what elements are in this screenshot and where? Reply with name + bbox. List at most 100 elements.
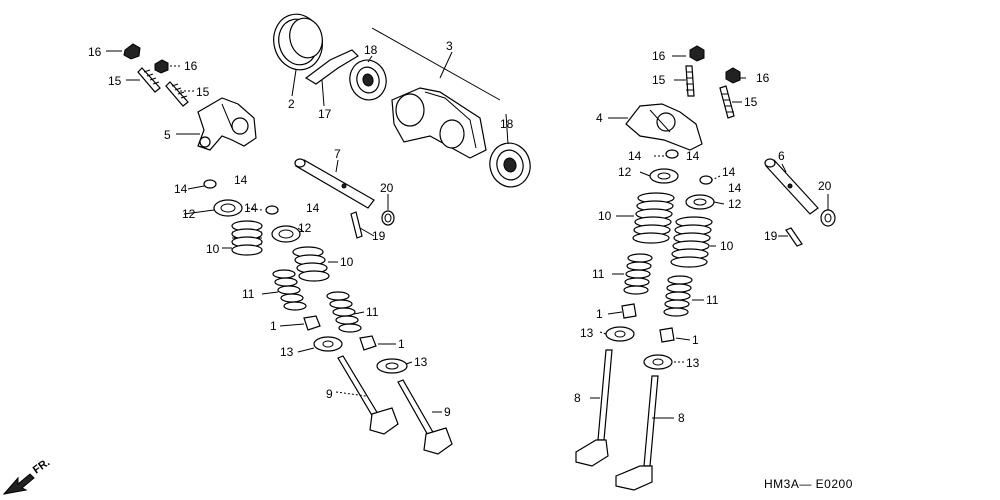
label-19-left: 19 bbox=[372, 229, 386, 243]
seal-1-left-a bbox=[303, 315, 321, 331]
label-12-left-b: 12 bbox=[298, 221, 312, 235]
label-5: 5 bbox=[164, 128, 171, 142]
label-10-left-b: 10 bbox=[340, 255, 354, 269]
rocker-shaft-7 bbox=[294, 158, 375, 209]
spring-10-left-a bbox=[231, 220, 263, 256]
label-14-right-b2: 14 bbox=[728, 181, 742, 195]
label-17: 17 bbox=[318, 107, 332, 121]
valve-8-right-b bbox=[615, 375, 659, 491]
rocker-arm-5 bbox=[197, 97, 257, 151]
nut-16-right-a bbox=[689, 45, 705, 62]
diagram-code: HM3A— E0200 bbox=[764, 477, 853, 491]
seal-1-right-b bbox=[659, 327, 675, 343]
label-2: 2 bbox=[288, 97, 295, 111]
label-18-lower: 18 bbox=[500, 117, 514, 131]
retainer-12-right-a bbox=[649, 168, 679, 184]
label-15-left-a: 15 bbox=[108, 74, 122, 88]
retainer-12-left-b bbox=[271, 225, 301, 243]
seal-1-left-b bbox=[359, 335, 377, 351]
camshaft-3 bbox=[391, 87, 487, 159]
adjust-screw-15-right-b bbox=[719, 85, 735, 119]
label-8-right-b: 8 bbox=[678, 411, 685, 425]
label-1-left-a: 1 bbox=[270, 319, 277, 333]
front-direction-label: FR. bbox=[31, 456, 52, 476]
seat-13-right-a bbox=[605, 326, 635, 342]
pin-19-left bbox=[350, 211, 363, 239]
valve-8-right-a bbox=[575, 349, 613, 467]
spring-10-left-b bbox=[292, 246, 330, 282]
label-16-left-a: 16 bbox=[88, 45, 102, 59]
label-12-right-a: 12 bbox=[618, 165, 632, 179]
label-14-left-b2: 14 bbox=[306, 201, 320, 215]
label-20-right: 20 bbox=[818, 179, 832, 193]
pin-19-right bbox=[785, 227, 803, 247]
label-1-right-a: 1 bbox=[596, 307, 603, 321]
seat-13-left-a bbox=[313, 336, 343, 352]
label-14-left-a2: 14 bbox=[234, 173, 248, 187]
nut-16-right-b bbox=[725, 67, 741, 84]
label-14-left-a1: 14 bbox=[174, 182, 188, 196]
label-14-left-b1: 14 bbox=[244, 201, 258, 215]
label-13-left-a: 13 bbox=[280, 345, 294, 359]
nut-16-left-a bbox=[123, 43, 141, 60]
label-10-right-b: 10 bbox=[720, 239, 734, 253]
retainer-12-right-b bbox=[685, 194, 715, 210]
label-19-right: 19 bbox=[764, 229, 778, 243]
rocker-arm-4 bbox=[625, 103, 703, 151]
label-14-right-a2: 14 bbox=[686, 149, 700, 163]
spring-11-left-b bbox=[326, 291, 362, 333]
label-14-right-a1: 14 bbox=[628, 149, 642, 163]
label-12-right-b: 12 bbox=[728, 197, 742, 211]
bearing-18-lower bbox=[489, 142, 531, 188]
washer-20-left bbox=[381, 210, 395, 226]
callout-labels: 16 16 15 15 5 2 17 18 3 18 7 20 19 14 14… bbox=[88, 39, 832, 425]
label-15-right-b: 15 bbox=[744, 95, 758, 109]
label-9-left-b: 9 bbox=[444, 405, 451, 419]
label-10-right-a: 10 bbox=[598, 209, 612, 223]
label-11-left-b: 11 bbox=[366, 305, 379, 319]
spring-11-right-b bbox=[663, 275, 693, 317]
label-3: 3 bbox=[446, 39, 453, 53]
rocker-shaft-6 bbox=[764, 158, 819, 215]
label-18-top: 18 bbox=[364, 43, 378, 57]
label-14-right-b1: 14 bbox=[722, 165, 736, 179]
label-13-right-b: 13 bbox=[686, 356, 700, 370]
label-1-left-b: 1 bbox=[398, 337, 405, 351]
label-12-left-a: 12 bbox=[182, 207, 196, 221]
label-8-right-a: 8 bbox=[574, 391, 581, 405]
label-15-right-a: 15 bbox=[652, 73, 666, 87]
label-1-right-b: 1 bbox=[692, 333, 699, 347]
cotter-14-right-b bbox=[699, 175, 713, 185]
label-20-left: 20 bbox=[380, 181, 394, 195]
leader-3-bracket bbox=[371, 27, 501, 101]
label-11-right-a: 11 bbox=[592, 267, 605, 281]
cam-guide-17 bbox=[304, 49, 359, 85]
adjust-screw-15-right-a bbox=[685, 65, 695, 97]
label-11-left-a: 11 bbox=[242, 287, 255, 301]
label-13-right-a: 13 bbox=[580, 326, 594, 340]
cotter-14-left-b bbox=[265, 205, 279, 215]
cotter-14-left-a bbox=[203, 179, 217, 189]
valve-9-left-b bbox=[397, 379, 453, 455]
cotter-14-right-a bbox=[665, 149, 679, 159]
nut-16-left-b bbox=[154, 59, 169, 74]
spring-10-right-a bbox=[632, 192, 675, 244]
leader-3 bbox=[439, 51, 453, 79]
adjust-screw-15-left-b bbox=[165, 81, 189, 107]
label-10-left-a: 10 bbox=[206, 242, 220, 256]
label-16-right-b: 16 bbox=[756, 71, 770, 85]
spring-10-right-b bbox=[670, 216, 713, 268]
seat-13-left-b bbox=[376, 358, 408, 374]
label-4: 4 bbox=[596, 111, 603, 125]
valve-9-left-a bbox=[337, 355, 399, 435]
front-direction-arrow: FR. bbox=[2, 456, 52, 495]
label-6: 6 bbox=[778, 149, 785, 163]
leader-lines bbox=[106, 50, 829, 419]
cam-sprocket-2 bbox=[273, 13, 323, 71]
label-15-left-b: 15 bbox=[196, 85, 210, 99]
spring-11-left-a bbox=[272, 269, 307, 311]
seal-1-right-a bbox=[621, 303, 637, 319]
label-7: 7 bbox=[334, 147, 341, 161]
